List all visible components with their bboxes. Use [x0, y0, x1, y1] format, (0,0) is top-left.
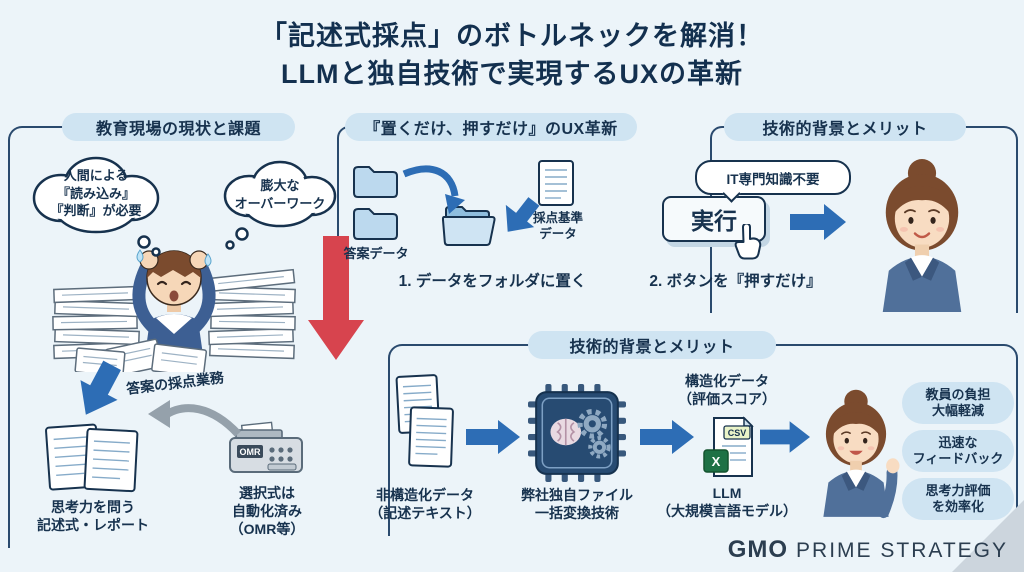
woman-illustration	[882, 159, 962, 312]
header-ux-section: 『置くだけ、押すだけ』のUX革新	[345, 113, 637, 141]
blue-down-left-arrow-icon	[80, 360, 121, 415]
answer-data-label: 答案データ	[343, 246, 409, 261]
blue-right-arrow-icon	[640, 420, 694, 454]
omr-machine-icon: OMR	[229, 421, 303, 473]
cloud-icon	[32, 156, 161, 257]
ai-chip-icon	[528, 384, 626, 482]
structured-label: 構造化データ （評価スコア）	[678, 373, 776, 408]
blue-small-arrow-icon	[505, 197, 540, 232]
page-title-line1: 「記述式採点」のボトルネックを解消！	[260, 21, 764, 51]
essay-label: 思考力を問う 記述式・レポート	[37, 499, 149, 534]
blue-right-arrow-icon	[790, 204, 846, 240]
hand-pointer-icon	[734, 224, 762, 260]
company-logo: GMO PRIME STRATEGY	[728, 536, 1008, 564]
step1-caption: 1. データをフォルダに置く	[398, 273, 587, 290]
gray-curved-arrow-icon	[148, 400, 241, 437]
header-right-section: 技術的背景とメリット	[724, 113, 966, 141]
criteria-data-label: 採点基準 データ	[532, 211, 583, 242]
benefit-pill: 教員の負担 大幅軽減	[902, 382, 1014, 424]
blue-right-arrow-icon	[760, 421, 810, 453]
logo-prime-strategy-text: PRIME STRATEGY	[796, 539, 1008, 562]
unstructured-label: 非構造化データ （記述テキスト）	[369, 487, 481, 522]
no-expertise-bubble: IT専門知識不要	[695, 160, 851, 203]
folder-icon	[353, 208, 398, 240]
woman-presenting-illustration	[823, 389, 900, 519]
csv-file-icon: CSV X	[703, 416, 754, 477]
cloud-icon	[223, 160, 337, 250]
open-folder-icon	[441, 206, 496, 246]
bubble-right-text: 膨大な オーバーワーク	[234, 178, 326, 211]
header-left-section: 教育現場の現状と課題	[62, 113, 295, 141]
page-title-line2: LLMと独自技術で実現するUXの革新	[281, 59, 743, 89]
csv-banner-text: CSV	[728, 428, 747, 438]
excel-x-glyph: X	[712, 454, 721, 469]
bubble-left-text: 人間による 『読み込み』 『判断』が必要	[50, 168, 142, 219]
red-down-arrow-icon	[308, 236, 364, 360]
omr-label: 選択式は 自動化済み （OMR等）	[229, 485, 305, 538]
unstructured-docs-icon	[395, 374, 454, 468]
logo-gmo-text: GMO	[727, 536, 789, 563]
benefit-pill: 迅速な フィードバック	[902, 430, 1014, 472]
step2-caption: 2. ボタンを『押すだけ』	[649, 273, 822, 290]
blue-curved-arrow-icon	[402, 165, 465, 214]
omr-screen-text: OMR	[240, 447, 261, 457]
criteria-document-icon	[538, 160, 574, 206]
essay-documents-icon	[45, 423, 139, 493]
thought-bubble-left: 人間による 『読み込み』 『判断』が必要	[26, 146, 166, 258]
blue-right-arrow-icon	[466, 420, 520, 454]
no-expertise-text: IT専門知識不要	[726, 171, 820, 187]
folder-icon	[353, 166, 398, 198]
stressed-teacher-illustration	[52, 249, 296, 372]
header-tech-section: 技術的背景とメリット	[528, 331, 776, 359]
thought-bubble-right: 膨大な オーバーワーク	[218, 150, 342, 254]
corner-fold-decoration	[952, 500, 1024, 572]
converter-label: 弊社独自ファイル 一括変換技術	[521, 487, 633, 522]
llm-label: LLM （大規模言語モデル）	[657, 485, 797, 520]
